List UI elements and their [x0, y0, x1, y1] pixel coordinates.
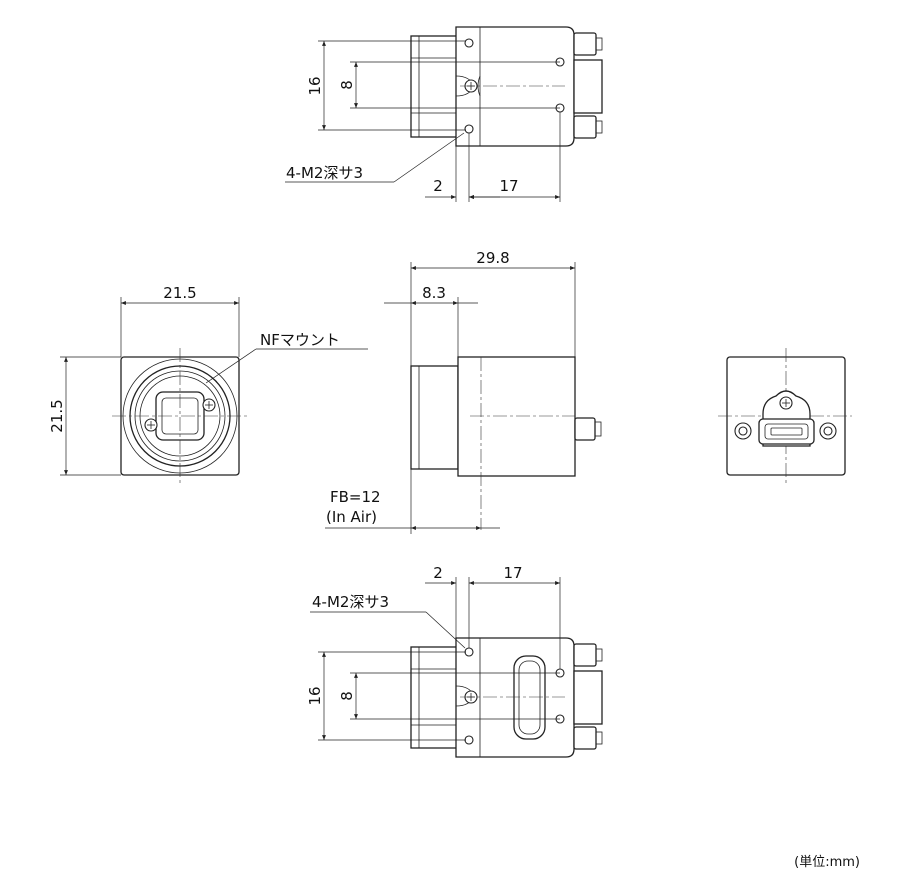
bottom-view: 2 17 4-M2深サ3 16 8	[306, 564, 603, 758]
screw-icon	[734, 422, 752, 440]
mount-hole	[464, 124, 474, 134]
top-camera-body	[455, 26, 575, 147]
side-lens-barrel	[410, 365, 459, 470]
side-dim-length: 29.8	[476, 249, 509, 267]
mount-hole	[464, 38, 474, 48]
front-callout: NFマウント	[260, 331, 340, 349]
label-slot	[513, 655, 546, 740]
top-view: 16 8 2 17 4-M2深サ3	[285, 26, 603, 202]
screw-icon	[819, 422, 837, 440]
mount-hole	[464, 735, 474, 745]
front-dim-width: 21.5	[163, 284, 196, 302]
top-dim-offset: 2	[433, 177, 443, 195]
screw-icon	[779, 396, 793, 410]
bottom-callout: 4-M2深サ3	[312, 593, 389, 611]
side-flange-back-note: (In Air)	[326, 508, 377, 526]
side-camera-body	[457, 356, 576, 477]
side-flange-back: FB=12	[330, 488, 381, 506]
bottom-dim-offset: 2	[433, 564, 443, 582]
bottom-dim-height: 16	[306, 686, 324, 705]
mount-hole	[464, 647, 474, 657]
side-view: 29.8 8.3 FB=12 (In Air)	[325, 249, 602, 534]
screw-icon	[144, 418, 158, 432]
bottom-dim-inner: 8	[338, 691, 356, 701]
side-dim-lens: 8.3	[422, 284, 446, 302]
top-dim-inner: 8	[338, 80, 356, 90]
front-view: 21.5 21.5 NFマウント	[48, 284, 368, 484]
top-dim-pitch: 17	[499, 177, 518, 195]
top-callout: 4-M2深サ3	[286, 164, 363, 182]
screw-icon	[202, 398, 216, 412]
units-note: (単位:mm)	[794, 854, 860, 870]
side-rear-connector	[574, 417, 596, 441]
bottom-rear-connectors	[573, 643, 603, 750]
top-rear-connectors	[573, 32, 603, 139]
front-dim-height: 21.5	[48, 399, 66, 432]
top-lens-barrel	[410, 35, 460, 138]
rear-view	[718, 348, 852, 484]
interface-connector	[758, 418, 815, 445]
top-dim-height: 16	[306, 76, 324, 95]
bottom-dim-pitch: 17	[503, 564, 522, 582]
bottom-lens-barrel	[410, 646, 460, 749]
